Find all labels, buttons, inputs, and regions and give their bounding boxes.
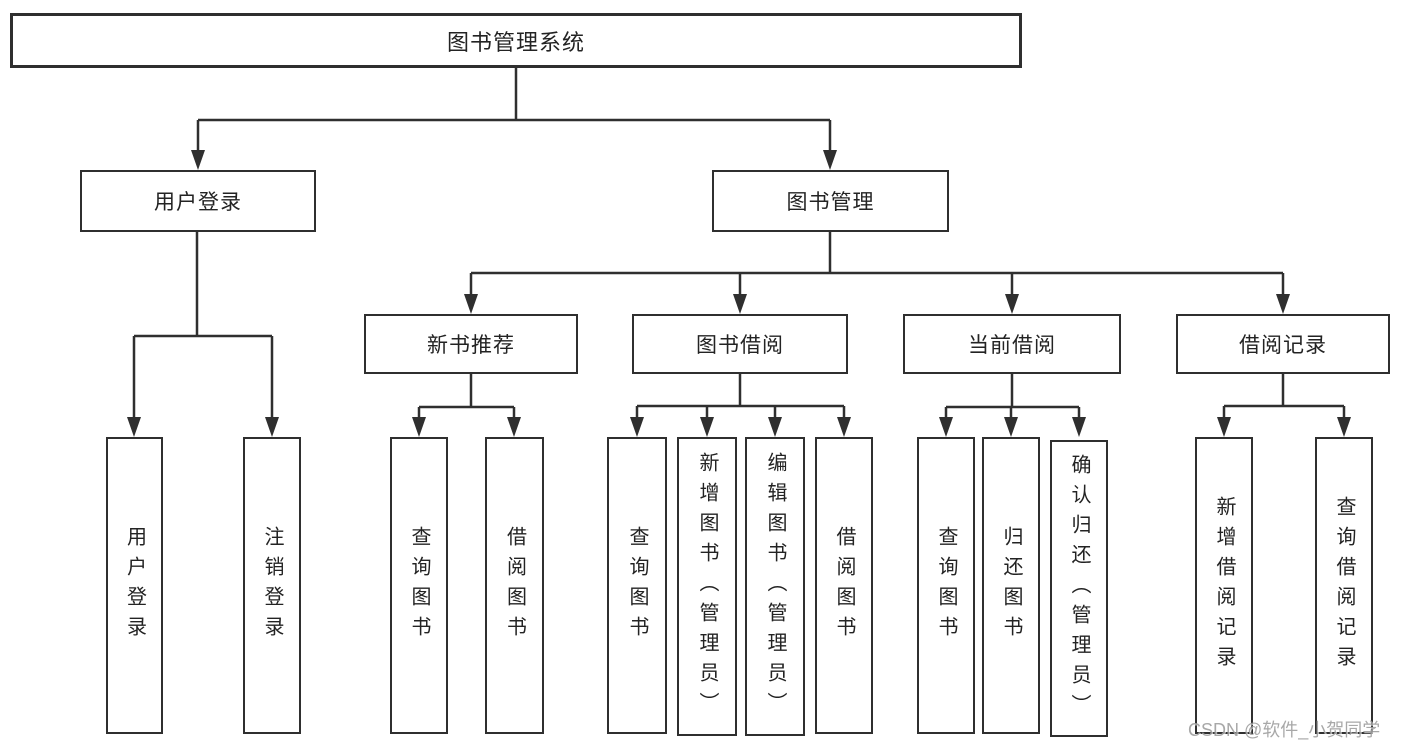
leaf-confirm-return-admin-label: 确认归还（管理员）: [1068, 453, 1090, 724]
edges-new-book-recommend: [412, 374, 521, 437]
arrowhead: [837, 417, 851, 437]
arrowhead: [768, 417, 782, 437]
leaf-query-books-current-label: 查询图书: [935, 525, 957, 646]
arrowhead: [1072, 417, 1086, 437]
node-borrow-records: 借阅记录: [1176, 314, 1390, 374]
leaf-borrow-books: 借阅图书: [815, 437, 873, 734]
edges-borrow-records: [1217, 374, 1351, 437]
leaf-edit-book-admin: 编辑图书（管理员）: [745, 437, 805, 736]
leaf-edit-book-admin-label: 编辑图书（管理员）: [764, 451, 786, 722]
arrowhead: [630, 417, 644, 437]
watermark: CSDN @软件_小贺同学: [1188, 720, 1381, 740]
leaf-query-books-current: 查询图书: [917, 437, 975, 734]
arrowhead: [127, 417, 141, 437]
edges-book-borrow: [630, 374, 851, 437]
node-current-borrow-label: 当前借阅: [968, 334, 1056, 357]
leaf-query-books-borrow: 查询图书: [607, 437, 667, 734]
edges-user-login: [127, 232, 279, 437]
leaf-borrow-books-recommend: 借阅图书: [485, 437, 544, 734]
node-book-borrow-label: 图书借阅: [696, 334, 784, 357]
node-book-management: 图书管理: [712, 170, 949, 232]
leaf-return-books: 归还图书: [982, 437, 1040, 734]
edges-root: [191, 68, 837, 170]
node-book-management-label: 图书管理: [786, 191, 875, 214]
node-borrow-records-label: 借阅记录: [1239, 334, 1327, 357]
leaf-add-borrow-record-label: 新增借阅记录: [1213, 495, 1235, 676]
arrowhead: [1217, 417, 1231, 437]
leaf-logout: 注销登录: [243, 437, 301, 734]
leaf-user-login-label: 用户登录: [123, 525, 146, 646]
leaf-query-books-recommend-label: 查询图书: [408, 525, 430, 646]
node-new-book-recommend: 新书推荐: [364, 314, 578, 374]
node-user-login: 用户登录: [80, 170, 316, 232]
arrowhead: [939, 417, 953, 437]
arrowhead: [1005, 294, 1019, 314]
edges-current-borrow: [939, 374, 1086, 437]
arrowhead: [1337, 417, 1351, 437]
node-library-system-label: 图书管理系统: [446, 29, 585, 55]
arrowhead: [733, 294, 747, 314]
arrowhead: [412, 417, 426, 437]
leaf-query-books-recommend: 查询图书: [390, 437, 448, 734]
leaf-return-books-label: 归还图书: [1000, 525, 1022, 646]
leaf-add-book-admin: 新增图书（管理员）: [677, 437, 737, 736]
leaf-add-book-admin-label: 新增图书（管理员）: [696, 451, 718, 722]
arrowhead: [265, 417, 279, 437]
leaf-borrow-books-label: 借阅图书: [833, 525, 855, 646]
node-book-borrow: 图书借阅: [632, 314, 848, 374]
arrowhead: [1276, 294, 1290, 314]
node-user-login-label: 用户登录: [154, 191, 242, 214]
node-current-borrow: 当前借阅: [903, 314, 1121, 374]
node-new-book-recommend-label: 新书推荐: [427, 334, 515, 357]
leaf-add-borrow-record: 新增借阅记录: [1195, 437, 1253, 734]
arrowhead: [700, 417, 714, 437]
arrowhead: [1004, 417, 1018, 437]
leaf-confirm-return-admin: 确认归还（管理员）: [1050, 440, 1108, 737]
leaf-query-books-borrow-label: 查询图书: [626, 525, 648, 646]
leaf-logout-label: 注销登录: [261, 525, 283, 646]
arrowhead: [823, 150, 837, 170]
leaf-user-login: 用户登录: [106, 437, 163, 734]
arrowhead: [464, 294, 478, 314]
arrowhead: [191, 150, 205, 170]
leaf-query-borrow-record: 查询借阅记录: [1315, 437, 1373, 734]
edges-book-management: [464, 232, 1290, 314]
node-library-system: 图书管理系统: [10, 13, 1022, 68]
leaf-borrow-books-recommend-label: 借阅图书: [503, 525, 526, 646]
leaf-query-borrow-record-label: 查询借阅记录: [1333, 495, 1355, 676]
arrowhead: [507, 417, 521, 437]
